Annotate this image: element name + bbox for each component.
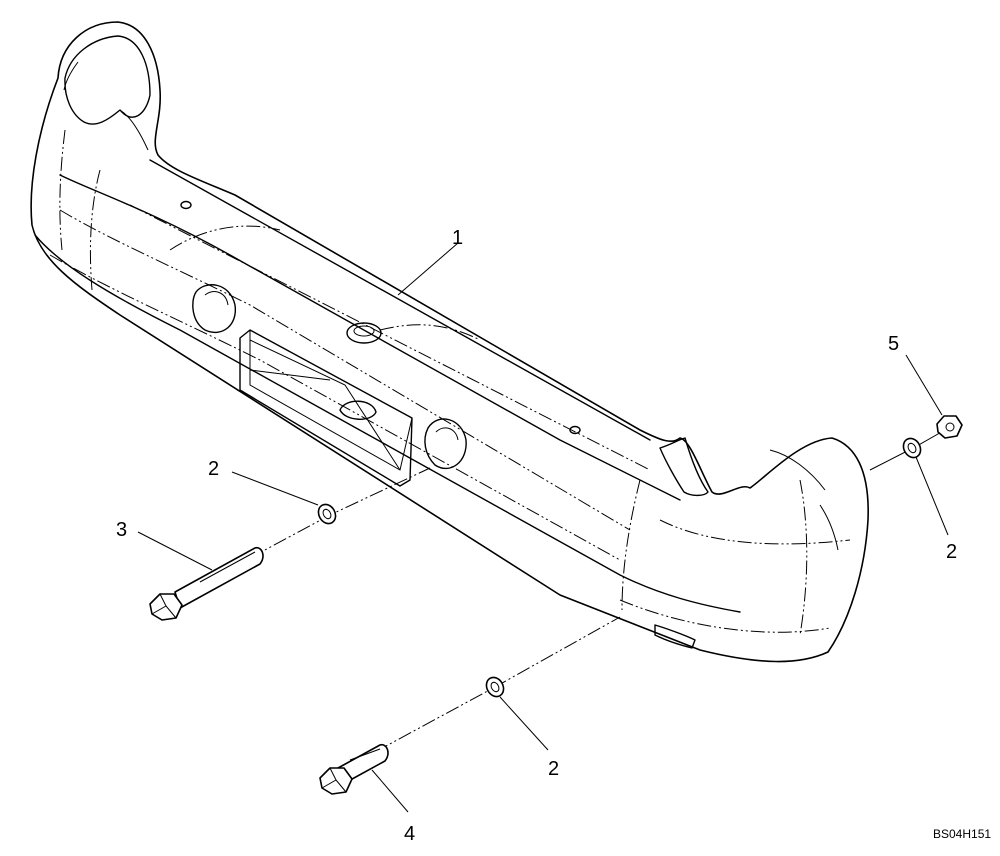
leader-line-3 (137, 531, 213, 571)
callout-4: 4 (404, 823, 415, 845)
washer-icon (902, 437, 922, 459)
drawing-code: BS04H151 (933, 827, 991, 841)
counterweight-icon (30, 21, 869, 663)
washer-icon (317, 503, 337, 525)
callout-3: 3 (116, 519, 127, 541)
callout-1: 1 (452, 227, 463, 249)
leader-line-4 (371, 769, 409, 813)
washer-icon (485, 676, 505, 698)
bolt-icon (149, 546, 264, 621)
leader-line-1 (397, 242, 459, 296)
nut-icon (936, 415, 963, 439)
callout-2: 2 (208, 458, 219, 480)
callout-2: 2 (548, 758, 559, 780)
leader-line-2a (231, 471, 319, 506)
bolt-icon (319, 743, 389, 795)
callout-2: 2 (946, 541, 957, 563)
leader-line-2b (499, 696, 549, 751)
leader-line-5 (905, 354, 943, 416)
leader-line-2c (915, 456, 949, 536)
callout-5: 5 (888, 333, 899, 355)
